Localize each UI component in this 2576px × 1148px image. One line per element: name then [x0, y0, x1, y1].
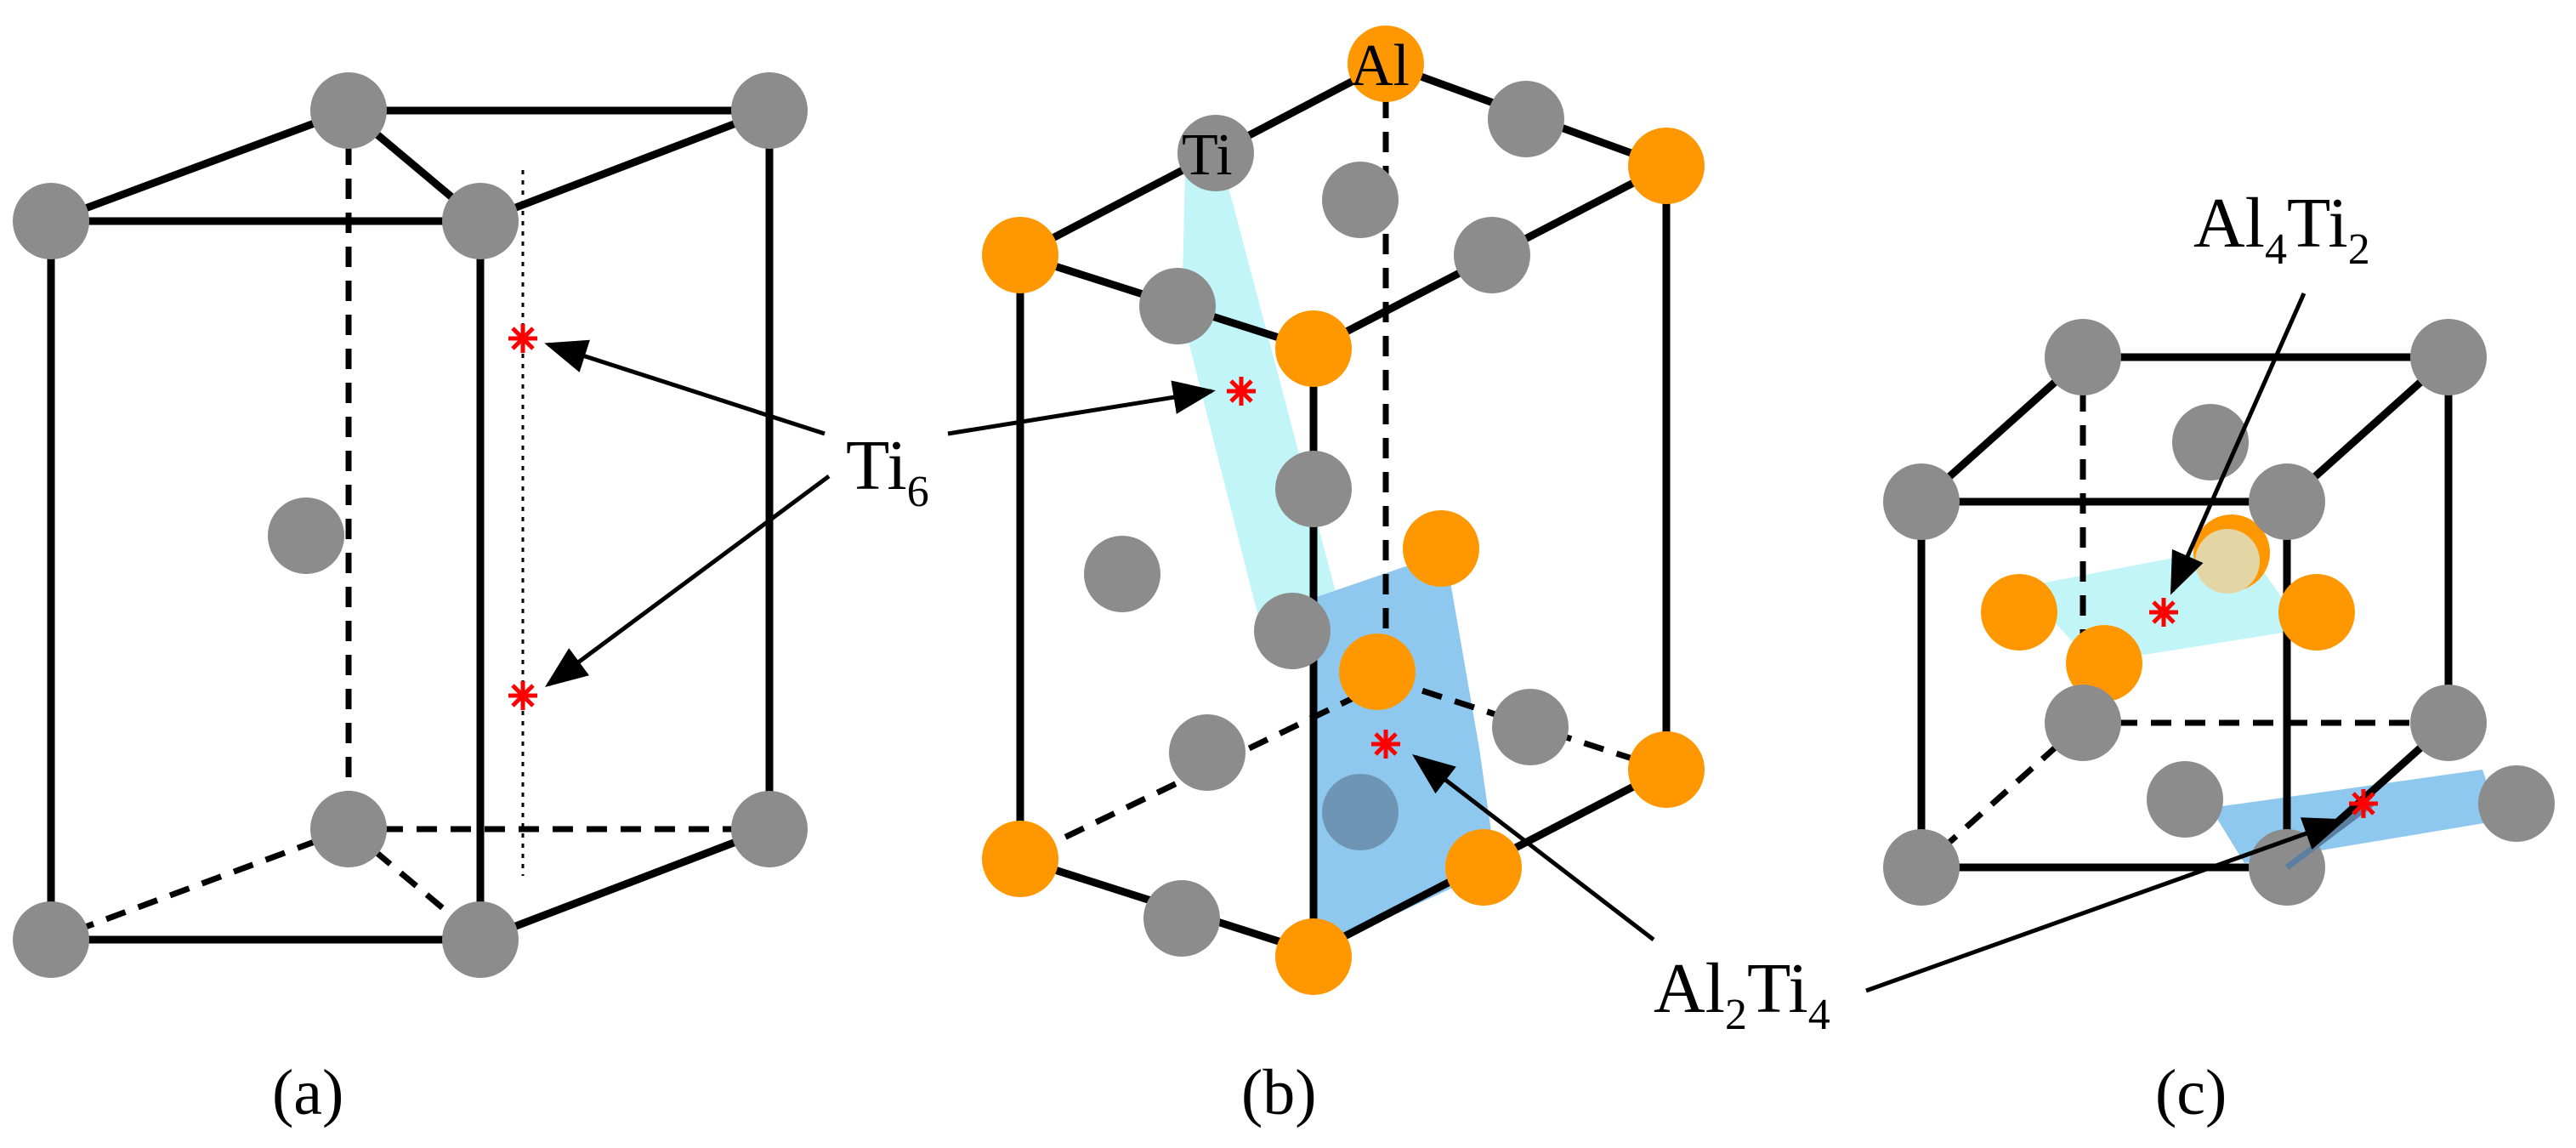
ti-atom — [13, 901, 89, 978]
site-label-ti6: Ti6 — [846, 426, 929, 516]
ti-atom — [13, 183, 89, 259]
al-atom — [1348, 26, 1424, 102]
al-atom — [1628, 128, 1705, 204]
ti-atom — [2147, 761, 2223, 838]
arrow-ti6-to-a-lower — [544, 474, 831, 687]
al-atom — [2278, 574, 2355, 651]
ti-atom — [310, 72, 387, 149]
site-label-al4ti2: Al4Ti2 — [2193, 184, 2370, 274]
ti-atom — [731, 791, 808, 867]
al-atom — [2066, 625, 2142, 702]
al-atom — [1275, 310, 1352, 387]
ti-atom — [1169, 714, 1245, 791]
panel-a-visible-edges — [47, 106, 774, 944]
panel-c-cubic-cell: (c) — [1883, 319, 2555, 1128]
callout-arrows — [544, 292, 2346, 993]
asterisk-marker-icon — [1227, 377, 1256, 406]
panel-b-ti-atoms — [1084, 81, 1569, 957]
panel-b-cell: Al Ti (b) — [982, 26, 1705, 1128]
ti-atom — [2410, 685, 2487, 761]
ti-atom — [1322, 162, 1399, 238]
arrow-al2ti4-to-c — [1865, 817, 2346, 993]
ti-atom — [2045, 685, 2121, 761]
ti-atom — [2249, 463, 2325, 540]
ti-atom — [1254, 593, 1331, 669]
site-label-al2ti4: Al2Ti4 — [1654, 949, 1830, 1039]
ti-atom — [1084, 536, 1160, 612]
ti-atom — [268, 497, 344, 574]
al-atom — [1445, 829, 1522, 906]
ti-atom — [1143, 880, 1220, 957]
asterisk-marker-icon — [2149, 598, 2178, 627]
ti-atom — [1883, 463, 1960, 540]
panel-label-c: (c) — [2155, 1057, 2227, 1128]
ti-atom — [1454, 217, 1530, 293]
asterisk-marker-icon — [508, 324, 537, 353]
al-atom — [982, 821, 1058, 897]
ti-atom — [310, 791, 387, 867]
al-atom-label: Al — [1350, 33, 1410, 99]
arrow-ti6-to-a-upper — [544, 339, 826, 436]
ti-atom — [1139, 268, 1216, 344]
ti-atom — [1492, 689, 1569, 765]
panel-a-hidden-edges — [49, 111, 769, 943]
arrow-al2ti4-to-b — [1412, 753, 1655, 941]
asterisk-marker-icon — [1371, 730, 1400, 759]
panel-label-a: (a) — [272, 1057, 343, 1128]
ti-atom — [731, 72, 808, 149]
asterisk-marker-icon — [508, 681, 537, 710]
ti-atom — [1322, 774, 1399, 850]
panel-label-b: (b) — [1241, 1057, 1317, 1128]
al-atom — [1403, 510, 1479, 587]
panel-b-al-atoms — [982, 26, 1705, 995]
ti-atom — [1275, 451, 1352, 527]
arrow-al4ti2-to-c — [2170, 292, 2306, 595]
asterisk-marker-icon — [2349, 789, 2378, 818]
ti-atom — [2478, 765, 2555, 842]
ti-atom — [1883, 829, 1960, 906]
al-atom — [1628, 731, 1705, 808]
ti-atom — [2045, 319, 2121, 395]
al-atom — [1339, 634, 1416, 710]
ti-atom — [2410, 319, 2487, 395]
ti-atom — [442, 901, 519, 978]
ti-atom — [1488, 81, 1564, 157]
arrow-ti6-to-b — [947, 380, 1216, 436]
ti-atom-label: Ti — [1182, 122, 1233, 188]
al-atom — [982, 217, 1058, 293]
ti-atom — [1177, 115, 1254, 191]
al-atom — [1275, 918, 1352, 995]
ti-atom — [442, 183, 519, 259]
panel-a-ti-atoms — [13, 72, 808, 978]
ti-atom — [2195, 529, 2260, 594]
panel-a-hexagonal-cell: (a) — [13, 72, 808, 1128]
al-atom — [1981, 574, 2057, 651]
